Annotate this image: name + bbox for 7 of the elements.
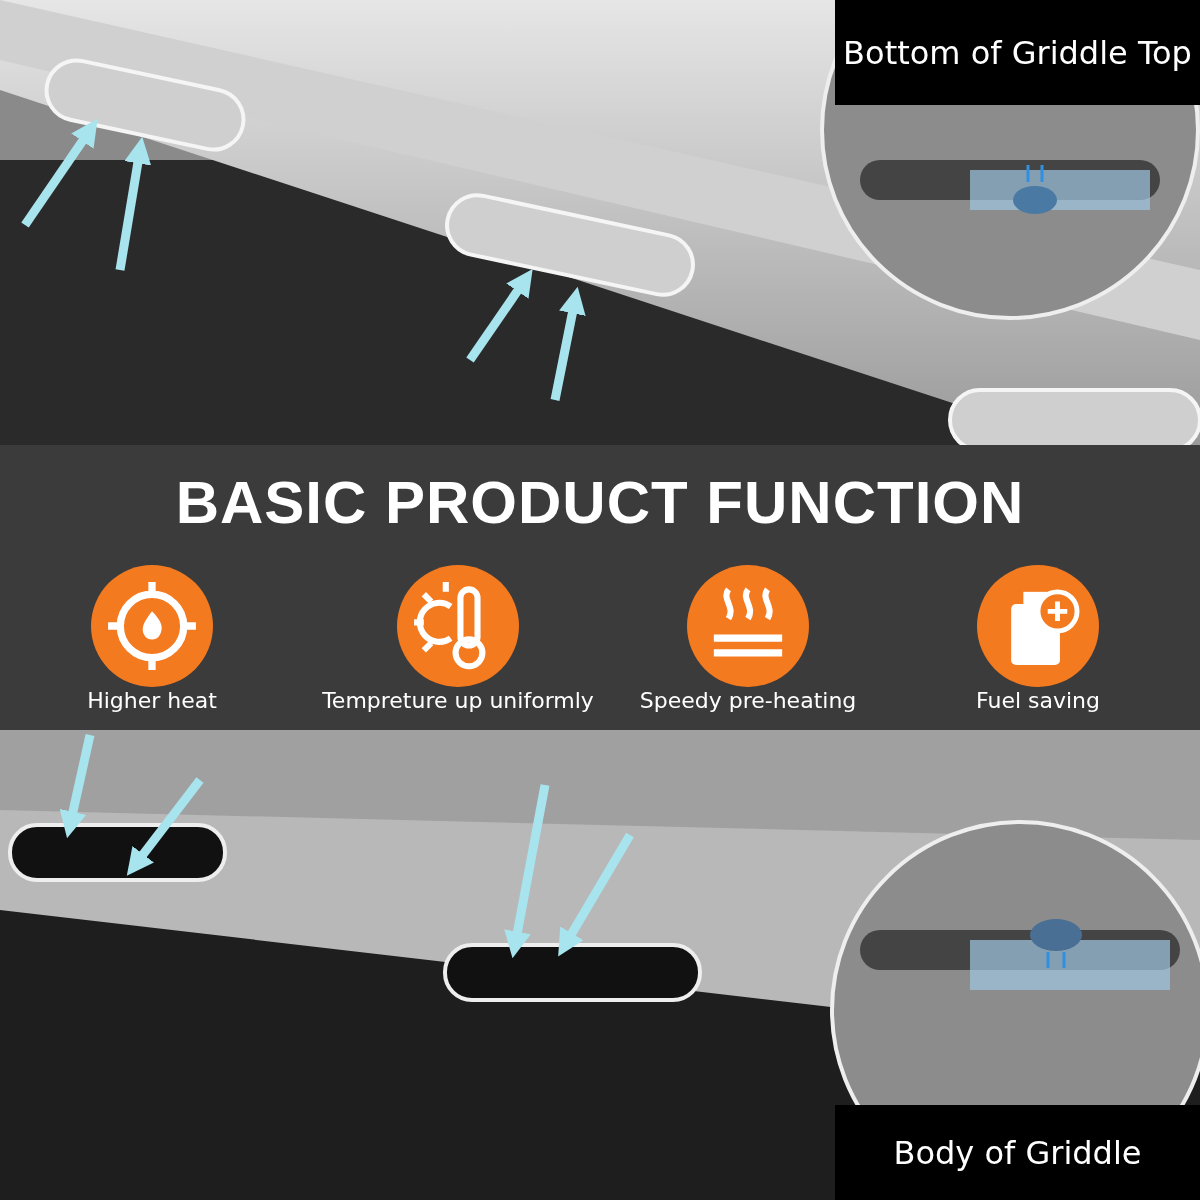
feature-label: Fuel saving: [975, 688, 1101, 713]
inset-caption: Body of Griddle: [835, 1105, 1200, 1200]
feature-label: Higher heat: [86, 688, 218, 713]
feature-label: Tempreture up uniformly: [321, 688, 595, 713]
feature-label: Speedy pre-heating: [638, 688, 858, 713]
inset-caption: Bottom of Griddle Top: [835, 0, 1200, 105]
heading: BASIC PRODUCT FUNCTION: [174, 468, 1026, 537]
